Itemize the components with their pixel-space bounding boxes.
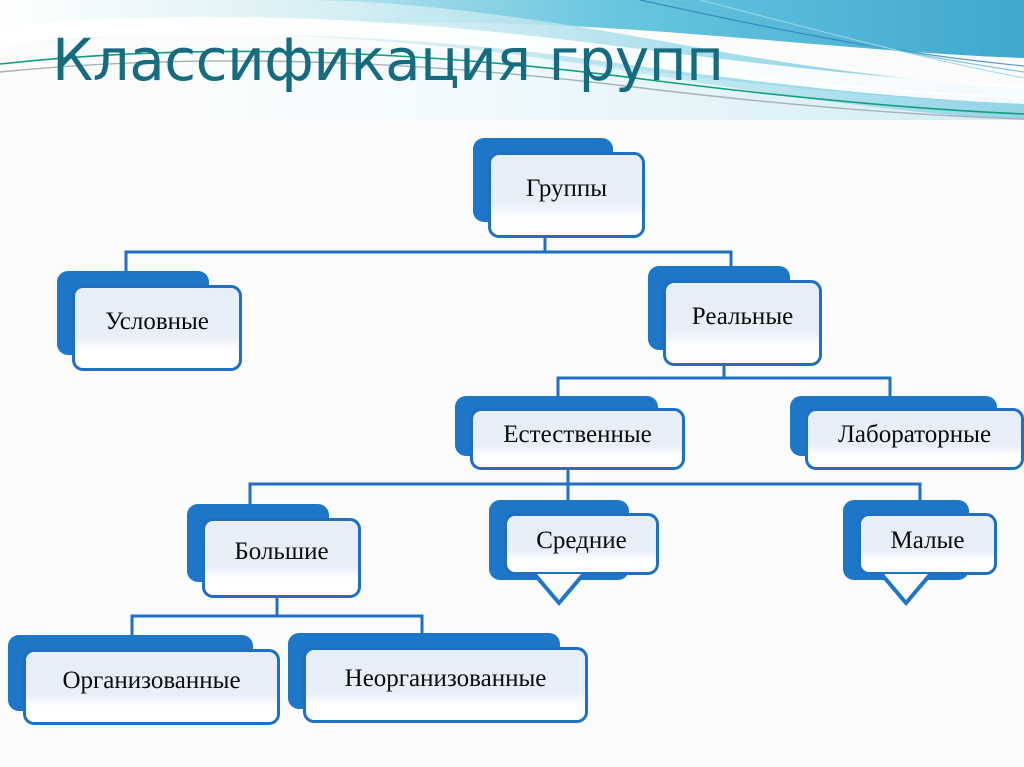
node-conditional[interactable]: Условные bbox=[57, 271, 242, 371]
node-natural[interactable]: Естественные bbox=[455, 396, 685, 470]
node-label: Группы bbox=[525, 174, 608, 202]
node-face: Реальные bbox=[663, 280, 822, 366]
node-label: Лабораторные bbox=[837, 420, 992, 448]
node-unorganized[interactable]: Неорганизованные bbox=[288, 633, 588, 723]
node-medium[interactable]: Средние bbox=[489, 500, 659, 620]
node-face: Естественные bbox=[470, 408, 685, 470]
node-laboratory[interactable]: Лабораторные bbox=[790, 396, 1024, 470]
page-title: Классификация групп bbox=[52, 26, 724, 94]
node-label: Условные bbox=[105, 307, 209, 335]
node-face: Группы bbox=[488, 152, 645, 238]
node-face: Средние bbox=[504, 513, 659, 575]
node-face: Лабораторные bbox=[805, 408, 1024, 470]
node-label: Средние bbox=[536, 526, 627, 554]
node-organized[interactable]: Организованные bbox=[8, 635, 280, 725]
node-pointer-arrow-inner bbox=[884, 574, 928, 600]
node-face: Условные bbox=[72, 285, 242, 371]
node-real[interactable]: Реальные bbox=[648, 266, 822, 366]
node-face: Неорганизованные bbox=[303, 647, 588, 723]
node-label: Большие bbox=[234, 537, 329, 565]
node-label: Реальные bbox=[691, 302, 794, 330]
node-face: Большие bbox=[202, 518, 361, 598]
node-label: Организованные bbox=[62, 666, 241, 694]
node-label: Естественные bbox=[503, 420, 652, 448]
node-groups[interactable]: Группы bbox=[473, 138, 645, 238]
node-label: Малые bbox=[890, 526, 965, 554]
node-face: Малые bbox=[858, 513, 997, 575]
node-small[interactable]: Малые bbox=[843, 500, 997, 620]
node-large[interactable]: Большие bbox=[187, 504, 361, 598]
node-face: Организованные bbox=[23, 649, 280, 725]
node-pointer-arrow-inner bbox=[537, 574, 581, 600]
node-label: Неорганизованные bbox=[344, 664, 547, 692]
